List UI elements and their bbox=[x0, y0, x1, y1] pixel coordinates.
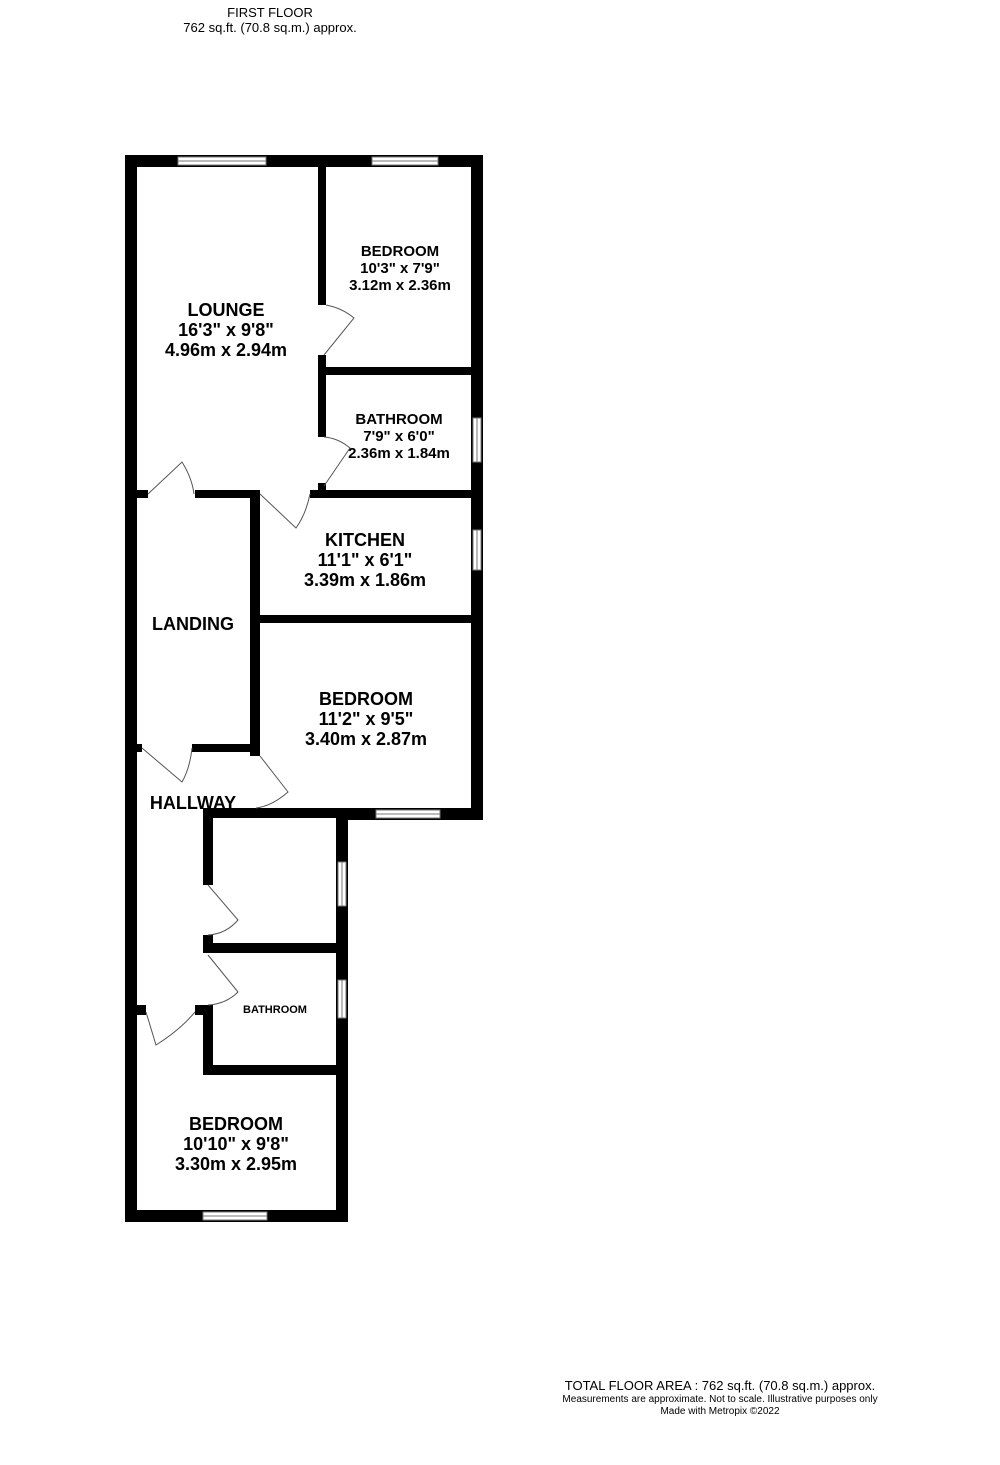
room-lounge: LOUNGE 16'3" x 9'8" 4.96m x 2.94m bbox=[165, 300, 287, 360]
wall-outer-left bbox=[125, 155, 137, 1222]
room-name: BATHROOM bbox=[355, 411, 442, 428]
wall-landing-right bbox=[250, 496, 260, 752]
room-name: BEDROOM bbox=[319, 689, 413, 709]
room-imperial: 16'3" x 9'8" bbox=[178, 320, 274, 340]
door-bedroom-2 bbox=[255, 755, 289, 809]
floor-plan-footer: TOTAL FLOOR AREA : 762 sq.ft. (70.8 sq.m… bbox=[540, 1378, 900, 1418]
wall-bathroom2-left bbox=[203, 1005, 213, 1075]
room-name: LOUNGE bbox=[187, 300, 264, 320]
room-bathroom-2: BATHROOM bbox=[243, 1004, 307, 1016]
room-imperial: 11'2" x 9'5" bbox=[319, 709, 414, 729]
room-name: BEDROOM bbox=[361, 243, 439, 260]
wall-bedroom-bathroom bbox=[318, 367, 478, 375]
door-bedroom-1 bbox=[323, 304, 355, 356]
floor-area: 762 sq.ft. (70.8 sq.m.) approx. bbox=[183, 20, 357, 35]
room-name: BATHROOM bbox=[243, 1004, 307, 1016]
floor-name: FIRST FLOOR bbox=[227, 5, 313, 20]
door-landing bbox=[141, 747, 193, 783]
room-metric: 3.40m x 2.87m bbox=[305, 729, 427, 749]
walls bbox=[125, 155, 483, 1222]
wall-lounge-bedroom-upper bbox=[318, 160, 326, 305]
wall-lounge-bottom-mid bbox=[195, 490, 260, 498]
floor-header: FIRST FLOOR 762 sq.ft. (70.8 sq.m.) appr… bbox=[170, 5, 370, 35]
room-name: BEDROOM bbox=[189, 1114, 283, 1134]
room-name: HALLWAY bbox=[150, 793, 236, 813]
door-bathroom-1 bbox=[323, 436, 351, 487]
door-bathroom-2 bbox=[207, 954, 239, 1006]
wall-bathroom-stub bbox=[318, 483, 326, 495]
wall-kitchen-top bbox=[310, 490, 478, 498]
wall-lounge-bottom-left bbox=[130, 490, 148, 498]
room-kitchen: KITCHEN 11'1" x 6'1" 3.39m x 1.86m bbox=[304, 530, 426, 590]
room-metric: 2.36m x 1.84m bbox=[348, 445, 450, 462]
doors bbox=[141, 304, 355, 1046]
wall-landing-bottom-right bbox=[192, 744, 260, 752]
credit: Made with Metropix ©2022 bbox=[660, 1406, 780, 1417]
room-name: LANDING bbox=[152, 614, 234, 634]
room-name: KITCHEN bbox=[325, 530, 405, 550]
wall-bedroom3-top-left bbox=[130, 1005, 146, 1015]
wall-bedroom3-top-mid bbox=[195, 1005, 213, 1015]
room-imperial: 10'3" x 7'9" bbox=[360, 260, 440, 277]
wall-bedroom2-left-stub bbox=[250, 744, 260, 756]
door-closet bbox=[207, 884, 239, 936]
wall-landing-bottom-left bbox=[130, 744, 142, 752]
total-floor-area: TOTAL FLOOR AREA : 762 sq.ft. (70.8 sq.m… bbox=[564, 1378, 876, 1393]
room-imperial: 7'9" x 6'0" bbox=[363, 428, 434, 445]
room-bedroom-1: BEDROOM 10'3" x 7'9" 3.12m x 2.36m bbox=[349, 243, 451, 294]
room-bedroom-3: BEDROOM 10'10" x 9'8" 3.30m x 2.95m bbox=[175, 1114, 297, 1174]
room-imperial: 10'10" x 9'8" bbox=[183, 1134, 289, 1154]
wall-bathroom2-bottom bbox=[203, 1065, 343, 1075]
wall-closet-top bbox=[203, 808, 343, 818]
wall-hallway-upper bbox=[203, 810, 213, 885]
door-lounge bbox=[147, 461, 195, 495]
room-metric: 4.96m x 2.94m bbox=[165, 340, 287, 360]
disclaimer: Measurements are approximate. Not to sca… bbox=[562, 1394, 878, 1405]
wall-lounge-bedroom-lower bbox=[318, 355, 326, 437]
door-bedroom-3 bbox=[145, 1011, 196, 1046]
room-hallway: HALLWAY bbox=[150, 793, 236, 813]
room-metric: 3.30m x 2.95m bbox=[175, 1154, 297, 1174]
door-kitchen bbox=[259, 493, 311, 529]
room-bedroom-2: BEDROOM 11'2" x 9'5" 3.40m x 2.87m bbox=[305, 689, 427, 749]
wall-kitchen-bottom bbox=[255, 615, 478, 623]
wall-outer-right bbox=[471, 155, 483, 820]
room-imperial: 11'1" x 6'1" bbox=[318, 550, 413, 570]
room-bathroom-1: BATHROOM 7'9" x 6'0" 2.36m x 1.84m bbox=[348, 411, 450, 462]
room-landing: LANDING bbox=[152, 614, 234, 634]
room-metric: 3.12m x 2.36m bbox=[349, 277, 451, 294]
wall-closet-bottom bbox=[203, 943, 343, 953]
room-metric: 3.39m x 1.86m bbox=[304, 570, 426, 590]
windows bbox=[177, 156, 482, 1221]
